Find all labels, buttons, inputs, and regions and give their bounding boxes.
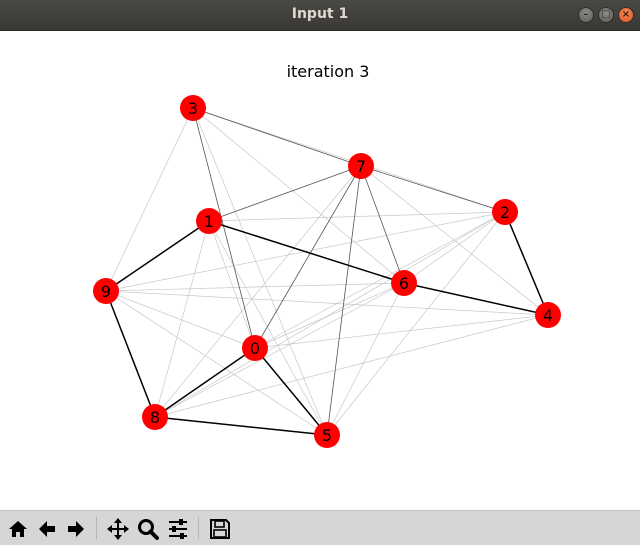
back-icon[interactable] (33, 515, 60, 542)
node-layer: 0 1 2 3 4 5 6 7 8 9 (93, 95, 561, 448)
light-edge-layer (105, 107, 549, 436)
node-5 (314, 422, 340, 448)
pan-icon[interactable] (104, 515, 131, 542)
medium-edge-7-6 (360, 165, 405, 284)
heavy-edge-9-8 (105, 290, 156, 418)
light-edge-1-0 (208, 220, 256, 349)
light-edge-3-5 (192, 107, 328, 436)
light-edge-0-2 (254, 211, 506, 349)
light-edge-9-4 (105, 290, 549, 316)
medium-edge-7-2 (360, 165, 506, 213)
node-label-8: 8 (150, 408, 160, 427)
maximize-button[interactable]: □ (598, 7, 614, 23)
node-label-0: 0 (250, 339, 260, 358)
save-icon[interactable] (206, 515, 233, 542)
light-edge-9-5 (105, 290, 328, 436)
node-0 (242, 335, 268, 361)
node-label-3: 3 (188, 99, 198, 118)
light-edge-5-2 (326, 211, 506, 436)
toolbar-separator (96, 517, 97, 539)
node-label-4: 4 (543, 306, 553, 325)
light-edge-8-6 (154, 282, 405, 418)
node-8 (142, 404, 168, 430)
node-6 (391, 270, 417, 296)
configure-subplots-icon[interactable] (164, 515, 191, 542)
zoom-icon[interactable] (134, 515, 161, 542)
light-edge-6-2 (403, 211, 506, 284)
node-label-1: 1 (204, 212, 214, 231)
heavy-edge-8-5 (154, 416, 328, 436)
light-edge-0-4 (254, 314, 549, 349)
node-label-5: 5 (322, 426, 332, 445)
window-titlebar: Input 1 – □ × (0, 0, 640, 31)
heavy-edge-1-6 (208, 220, 405, 284)
medium-edge-7-5 (326, 165, 362, 436)
light-edge-8-2 (154, 211, 506, 418)
light-edge-5-6 (326, 282, 405, 436)
medium-edge-3-0 (192, 107, 256, 349)
light-edge-8-4 (154, 314, 549, 418)
node-3 (180, 95, 206, 121)
node-2 (492, 199, 518, 225)
heavy-edge-8-0 (154, 347, 256, 418)
node-7 (348, 153, 374, 179)
node-label-6: 6 (399, 274, 409, 293)
light-edge-3-6 (192, 107, 405, 284)
node-1 (196, 208, 222, 234)
heavy-edge-6-4 (403, 282, 549, 316)
minimize-button[interactable]: – (578, 7, 594, 23)
navigation-toolbar (0, 510, 640, 545)
heavy-edge-2-4 (504, 211, 549, 316)
light-edge-7-4 (360, 165, 549, 316)
light-edge-1-2 (208, 211, 506, 222)
node-4 (535, 302, 561, 328)
light-edge-8-7 (154, 165, 362, 418)
medium-edge-layer (192, 107, 506, 436)
heavy-edge-0-5 (254, 347, 328, 436)
light-edge-1-5 (208, 220, 328, 436)
light-edge-1-8 (154, 220, 210, 418)
forward-icon[interactable] (62, 515, 89, 542)
light-edge-0-6 (254, 282, 405, 349)
light-edge-9-6 (105, 282, 405, 292)
heavy-edge-layer (105, 211, 549, 436)
node-label-7: 7 (356, 157, 366, 176)
heavy-edge-1-9 (105, 220, 210, 292)
medium-edge-3-7 (192, 107, 362, 167)
medium-edge-1-7 (208, 165, 362, 222)
node-9 (93, 278, 119, 304)
node-label-2: 2 (500, 203, 510, 222)
medium-edge-7-0 (254, 165, 362, 349)
window-title: Input 1 (291, 6, 349, 22)
home-icon[interactable] (4, 515, 31, 542)
toolbar-separator (198, 517, 199, 539)
node-label-9: 9 (101, 282, 111, 301)
plot-title: iteration 3 (286, 62, 370, 81)
light-edge-3-2 (192, 107, 506, 213)
light-edge-3-9 (105, 107, 194, 292)
close-button[interactable]: × (618, 7, 634, 23)
light-edge-9-0 (105, 290, 256, 349)
